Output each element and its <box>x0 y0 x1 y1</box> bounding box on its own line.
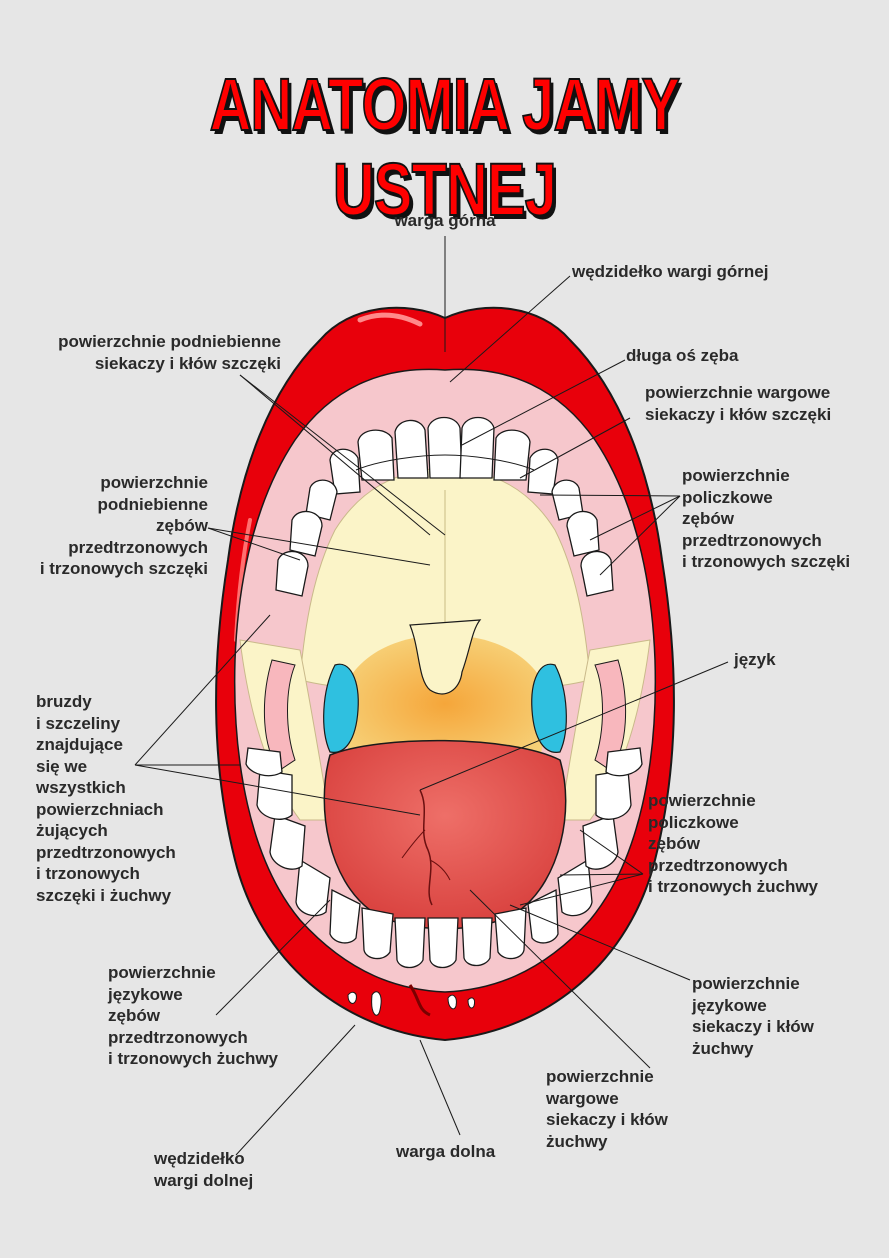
label-dluga-os: długa oś zęba <box>626 346 739 365</box>
label-wedzidelko-gorne: wędzidełko wargi górnej <box>572 262 769 281</box>
label-wedzidelko-dolne: wędzidełko wargi dolnej <box>154 1149 254 1190</box>
leader-lines <box>134 236 729 1156</box>
uvula <box>409 619 482 695</box>
label-wargowe-szczeki: powierzchnie wargowe siekaczy i kłów szc… <box>645 383 832 424</box>
label-jezykowe-siekaczy: powierzchnie językowe siekaczy i kłów żu… <box>692 974 814 1058</box>
label-policzkowe-szczeki: powierzchnie policzkowe zębów przedtrzon… <box>682 466 851 571</box>
label-policzkowe-zuchwy: powierzchnie policzkowe zębów przedtrzon… <box>648 791 819 896</box>
label-wargowe-zuchwy: powierzchnie wargowe siekaczy i kłów żuc… <box>546 1067 668 1151</box>
label-jezykowe-trzonowych: powierzchnie językowe zębów przedtrzonow… <box>108 963 279 1068</box>
label-jezyk: język <box>734 650 776 669</box>
tongue <box>323 739 567 930</box>
page-title: ANATOMIA JAMY USTNEJ <box>209 62 681 232</box>
label-bruzdy: bruzdy i szczeliny znajdujące się we wsz… <box>36 692 176 905</box>
tonsil-left <box>323 663 359 753</box>
label-podniebienne-trzonowych: powierzchnie podniebienne zębów przedtrz… <box>39 473 208 578</box>
throat <box>340 635 550 760</box>
label-warga-gorna: warga górna <box>394 211 496 230</box>
lower-teeth <box>245 747 643 969</box>
label-warga-dolna: warga dolna <box>396 1142 496 1161</box>
label-podniebienne-siekaczy: powierzchnie podniebienne siekaczy i kłó… <box>58 332 281 373</box>
tonsil-right <box>531 663 567 753</box>
